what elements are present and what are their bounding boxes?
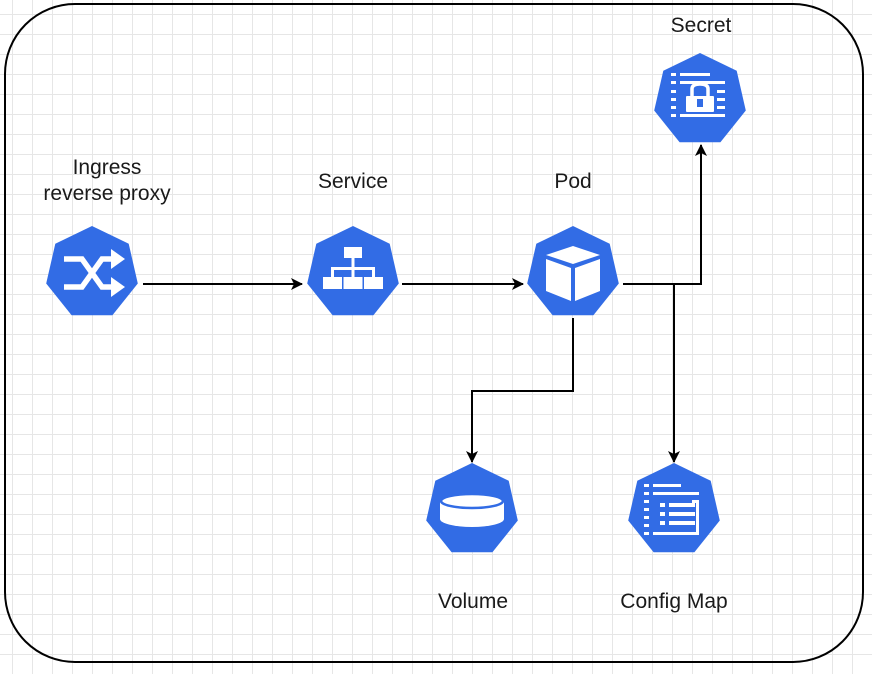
pod-cube-icon [546, 246, 600, 301]
ingress-label-line2: reverse proxy [43, 182, 171, 205]
secret-node[interactable] [654, 53, 746, 143]
pod-label: Pod [554, 170, 592, 193]
pod-node[interactable] [527, 226, 619, 316]
volume-node[interactable] [426, 463, 518, 553]
configmap-node[interactable] [628, 463, 720, 553]
service-label: Service [317, 170, 389, 193]
config-map-list-icon [644, 484, 699, 535]
secret-label: Secret [670, 14, 732, 37]
volume-label: Volume [437, 590, 509, 613]
edge-pod-secret [623, 144, 707, 285]
edge-pod-volume [466, 318, 574, 463]
configmap-node-shape [628, 463, 720, 553]
service-node[interactable] [307, 226, 399, 316]
ingress-label-line1: Ingress [72, 156, 142, 179]
pod-node-shape [527, 226, 619, 316]
service-network-icon [323, 247, 383, 289]
volume-disk-icon [439, 492, 505, 527]
ingress-node[interactable] [46, 226, 138, 316]
configmap-label: Config Map [620, 590, 728, 613]
edges [143, 144, 707, 463]
ingress-shuffle-icon [64, 256, 114, 290]
ingress-label: Ingress reverse proxy [22, 155, 192, 207]
cluster-boundary [4, 3, 864, 663]
